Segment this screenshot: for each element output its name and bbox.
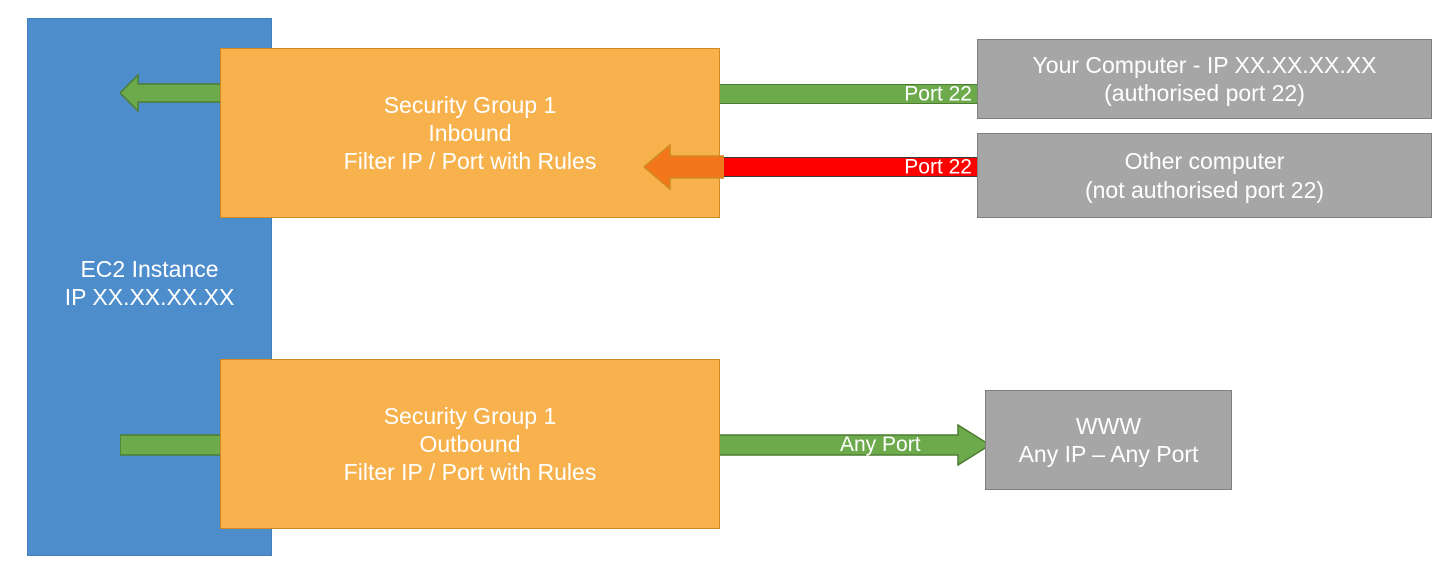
sg-outbound-title: Security Group 1 — [383, 402, 557, 429]
inbound-denied-port-label: Port 22 — [904, 155, 972, 179]
security-group-inbound-box: Security Group 1 Inbound Filter IP / Por… — [220, 48, 720, 218]
endpoint-www-box: WWW Any IP – Any Port — [985, 390, 1232, 490]
sg-inbound-title: Security Group 1 — [383, 91, 557, 118]
sg-inbound-rules: Filter IP / Port with Rules — [343, 148, 597, 175]
sg-inbound-direction: Inbound — [428, 119, 512, 146]
your-computer-note: (authorised port 22) — [1104, 80, 1305, 106]
other-computer-title: Other computer — [1124, 148, 1285, 175]
www-note: Any IP – Any Port — [1018, 441, 1199, 467]
your-computer-title: Your Computer - IP XX.XX.XX.XX — [1032, 51, 1377, 78]
endpoint-other-computer-box: Other computer (not authorised port 22) — [977, 133, 1432, 218]
ec2-instance-name: EC2 Instance — [80, 256, 219, 282]
inbound-denied-band: Port 22 — [719, 155, 978, 179]
endpoint-your-computer-box: Your Computer - IP XX.XX.XX.XX (authoris… — [977, 39, 1432, 119]
ec2-instance-ip: IP XX.XX.XX.XX — [64, 284, 235, 311]
sg-outbound-rules: Filter IP / Port with Rules — [343, 459, 597, 486]
sg-outbound-direction: Outbound — [419, 430, 521, 457]
other-computer-note: (not authorised port 22) — [1084, 176, 1325, 203]
inbound-blocked-arrow — [644, 144, 724, 190]
inbound-allowed-port-label: Port 22 — [904, 82, 972, 106]
inbound-allowed-band: Port 22 — [719, 82, 978, 106]
www-title: WWW — [1075, 412, 1142, 439]
security-group-outbound-box: Security Group 1 Outbound Filter IP / Po… — [220, 359, 720, 529]
outbound-port-label: Any Port — [840, 432, 921, 456]
ec2-instance-labels: EC2 Instance IP XX.XX.XX.XX — [28, 255, 271, 311]
